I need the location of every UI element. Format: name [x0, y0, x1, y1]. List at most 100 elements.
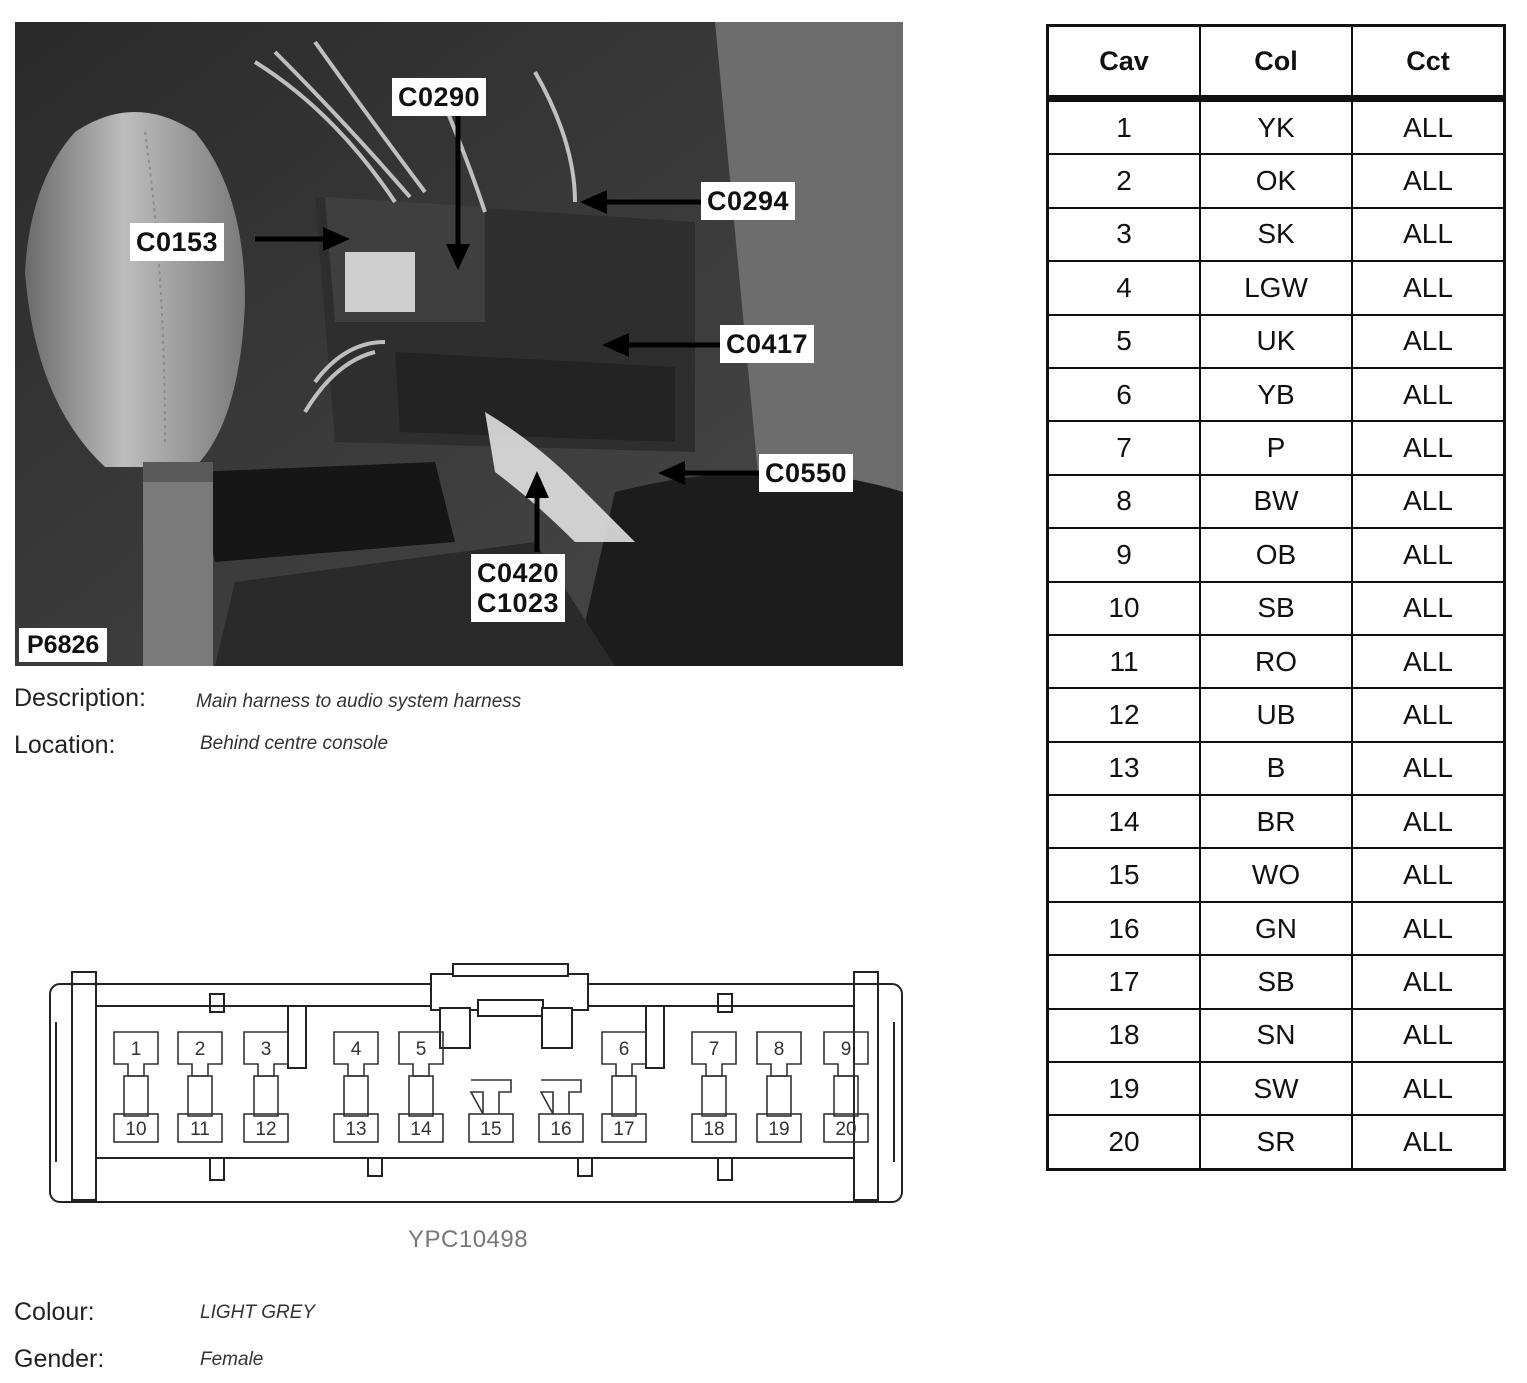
pin-number-label: 1: [131, 1039, 142, 1060]
table-header-row: Cav Col Cct: [1046, 24, 1506, 102]
location-label: Location:: [14, 731, 116, 759]
pin-cavity: 18: [691, 1113, 737, 1143]
cell-circuit: ALL: [1351, 473, 1506, 530]
pin-cavity: 20: [823, 1113, 869, 1143]
pin-number-label: 10: [125, 1119, 146, 1140]
pin-cavity: 4: [333, 1031, 379, 1117]
cell-circuit: ALL: [1351, 1114, 1506, 1171]
cell-cavity: 2: [1046, 153, 1201, 209]
cell-cavity: 13: [1046, 740, 1201, 797]
connector-location-photo: C0290 C0294 C0153 C0417 C0550 C0420 C102…: [15, 22, 903, 666]
cell-colour: B: [1199, 740, 1353, 797]
cell-colour: WO: [1199, 847, 1353, 903]
pin-cavity: 3: [243, 1031, 289, 1117]
pin-number-label: 12: [255, 1119, 276, 1140]
cell-cavity: 5: [1046, 313, 1201, 369]
pin-cavity: 17: [601, 1113, 647, 1143]
cell-circuit: ALL: [1351, 97, 1506, 156]
description-label: Description:: [14, 684, 146, 712]
cell-circuit: ALL: [1351, 366, 1506, 423]
callout-c0294: C0294: [701, 182, 796, 220]
cell-cavity: 18: [1046, 1007, 1201, 1064]
cell-cavity: 6: [1046, 366, 1201, 423]
cell-cavity: 15: [1046, 847, 1201, 903]
pin-number-label: 20: [835, 1119, 856, 1140]
pin-number-label: 9: [841, 1039, 852, 1060]
cell-colour: RO: [1199, 633, 1353, 690]
cell-cavity: 20: [1046, 1114, 1201, 1171]
pin-cavity: 13: [333, 1113, 379, 1143]
cell-circuit: ALL: [1351, 954, 1506, 1010]
cell-circuit: ALL: [1351, 847, 1506, 903]
pin-cavity: 16: [538, 1079, 584, 1143]
cell-circuit: ALL: [1351, 420, 1506, 476]
pin-number-label: 11: [190, 1119, 210, 1140]
cell-colour: OB: [1199, 527, 1353, 583]
arrowhead-c0550: [658, 461, 685, 485]
cell-circuit: ALL: [1351, 153, 1506, 209]
pin-cavity: 9: [823, 1031, 869, 1117]
pin-number-label: 5: [416, 1039, 427, 1060]
left-latch: [71, 971, 97, 1201]
pin-cavity: 8: [756, 1031, 802, 1117]
pin-number-label: 19: [768, 1119, 789, 1140]
pin-number-label: 4: [351, 1039, 362, 1060]
pin-cavity: 19: [756, 1113, 802, 1143]
colour-label: Colour:: [14, 1298, 95, 1326]
cell-colour: SB: [1199, 580, 1353, 636]
pin-cavity: 15: [468, 1079, 514, 1143]
cell-circuit: ALL: [1351, 206, 1506, 263]
callout-arrows: [255, 112, 759, 552]
cell-cavity: 1: [1046, 97, 1201, 156]
pin-cavity: 6: [601, 1031, 647, 1117]
cell-colour: SK: [1199, 206, 1353, 263]
cell-circuit: ALL: [1351, 527, 1506, 583]
cell-colour: YK: [1199, 97, 1353, 156]
callout-c0420-c1023: C0420 C1023: [471, 554, 566, 622]
cell-circuit: ALL: [1351, 740, 1506, 797]
cell-colour: SN: [1199, 1007, 1353, 1064]
cell-cavity: 17: [1046, 954, 1201, 1010]
pin-number-label: 8: [774, 1039, 785, 1060]
cell-cavity: 14: [1046, 794, 1201, 850]
pin-number-label: 2: [195, 1039, 206, 1060]
cell-circuit: ALL: [1351, 580, 1506, 636]
pin-number-label: 16: [550, 1119, 571, 1140]
callout-c0417: C0417: [720, 325, 815, 363]
pin-number-label: 15: [480, 1119, 501, 1140]
cell-circuit: ALL: [1351, 313, 1506, 369]
arrowhead-c0153: [323, 227, 350, 251]
arrowhead-c0294: [580, 190, 607, 214]
cell-cavity: 3: [1046, 206, 1201, 263]
cell-cavity: 10: [1046, 580, 1201, 636]
cell-circuit: ALL: [1351, 900, 1506, 957]
cell-circuit: ALL: [1351, 260, 1506, 316]
pin-number-label: 6: [619, 1039, 630, 1060]
pin-number-label: 14: [410, 1119, 432, 1140]
location-value: Behind centre console: [200, 733, 389, 754]
header-colour: Col: [1199, 24, 1353, 102]
pin-number-label: 13: [345, 1119, 366, 1140]
figure-id: P6826: [19, 628, 108, 662]
cell-cavity: 7: [1046, 420, 1201, 476]
header-cavity: Cav: [1046, 24, 1201, 102]
connector-body: [49, 983, 903, 1203]
pin-cavity: 7: [691, 1031, 737, 1117]
arrowhead-c0420: [525, 471, 549, 498]
arrowhead-c0290: [446, 244, 470, 270]
cell-cavity: 4: [1046, 260, 1201, 316]
